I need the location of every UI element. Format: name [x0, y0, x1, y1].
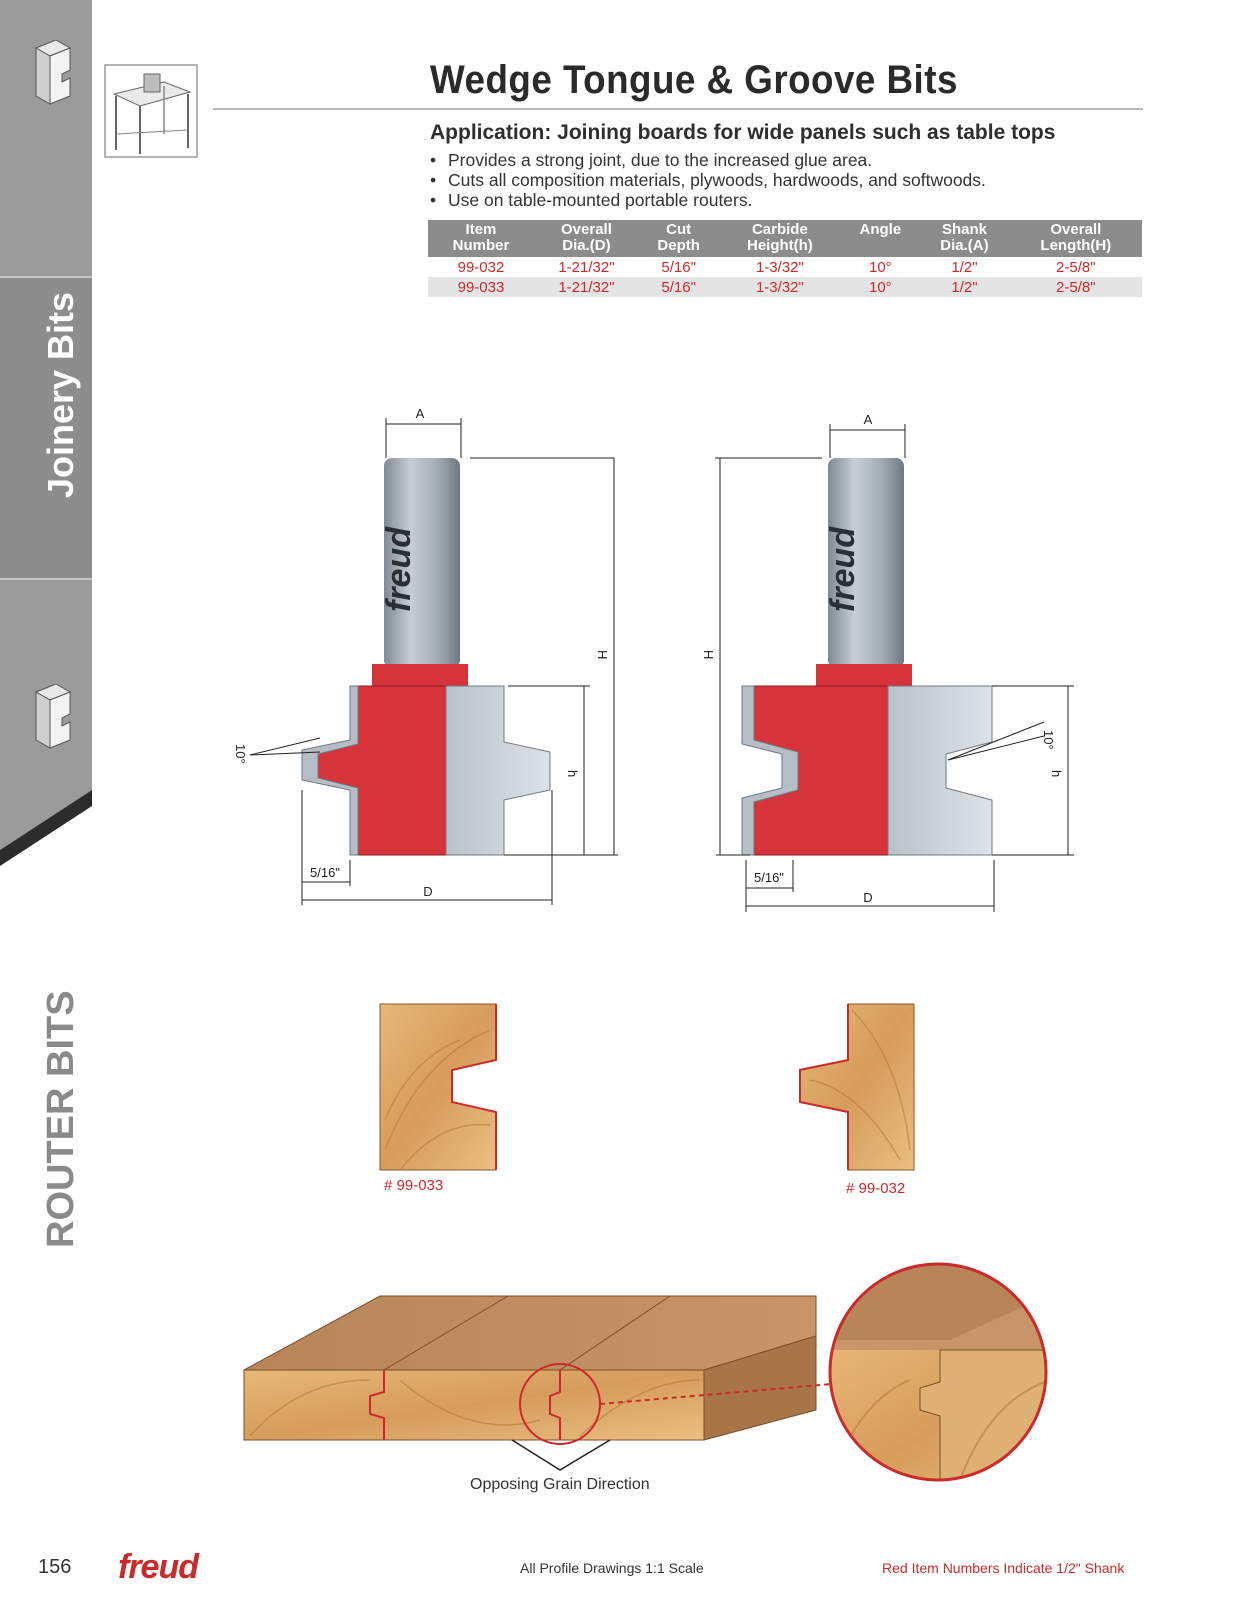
dim-depth-right: 5/16"	[754, 870, 784, 885]
footer-shank-note: Red Item Numbers Indicate 1/2" Shank	[882, 1560, 1125, 1576]
joint-block-icon	[34, 40, 72, 105]
cell-cut-depth: 5/16"	[661, 258, 696, 276]
application-heading: Application: Joining boards for wide pan…	[430, 121, 1056, 144]
header-angle: Angle	[841, 220, 920, 257]
cell-overall-length: 2-5/8"	[1056, 258, 1096, 276]
dim-a-left: A	[416, 406, 425, 421]
bit-shank	[384, 458, 460, 668]
cell-shank-dia: 1/2"	[951, 258, 978, 276]
feature-item: Provides a strong joint, due to the incr…	[430, 150, 986, 170]
freud-logo: freud	[118, 1548, 199, 1586]
dim-h-left: h	[565, 770, 580, 777]
dim-h-right: h	[1049, 770, 1064, 777]
feature-list: Provides a strong joint, due to the incr…	[430, 150, 986, 210]
profile-tongue	[799, 1003, 915, 1171]
cell-overall-dia: 1-21/32"	[558, 258, 615, 276]
bit-right: freud	[741, 458, 993, 856]
page-number: 156	[38, 1556, 72, 1578]
cell-item-number[interactable]: 99-032	[457, 258, 505, 276]
dim-depth-left: 5/16"	[310, 865, 340, 880]
panel-illustration	[243, 1295, 833, 1471]
bit-left: freud	[301, 458, 551, 856]
freud-shank-logo: freud	[380, 526, 418, 612]
page-title: Wedge Tongue & Groove Bits	[430, 58, 958, 102]
freud-shank-logo: freud	[824, 526, 862, 612]
joint-zoom-circle	[828, 1262, 1048, 1482]
cell-item-number[interactable]: 99-033	[428, 277, 534, 297]
dim-d-left: D	[423, 884, 432, 899]
router-table-thumbnail	[104, 64, 198, 158]
dim-H-right: H	[701, 650, 716, 659]
table-row: 99-033 1-21/32" 5/16" 1-3/32" 10° 1/2" 2…	[428, 277, 1142, 297]
cell-angle: 10°	[869, 258, 892, 276]
cell-carbide-height: 1-3/32"	[755, 258, 804, 276]
cell-shank-dia: 1/2"	[919, 277, 1010, 297]
dim-angle-right: 10°	[1041, 730, 1056, 750]
sidebar: Joinery Bits ROUTER BITS	[0, 0, 92, 1612]
dimension-lines-left	[249, 418, 618, 905]
profile-groove	[379, 1003, 497, 1171]
cell-angle: 10°	[841, 277, 920, 297]
dim-angle-left: 10°	[233, 744, 248, 764]
profile-caption-left[interactable]: # 99-033	[384, 1177, 444, 1194]
cell-overall-length: 2-5/8"	[1009, 277, 1142, 297]
cell-cut-depth: 5/16"	[638, 277, 719, 297]
grain-caption: Opposing Grain Direction	[470, 1476, 650, 1493]
dim-d-right: D	[863, 890, 872, 905]
table-row: 99-032 1-21/32" 5/16" 1-3/32" 10° 1/2" 2…	[428, 257, 1142, 277]
footer-scale-note: All Profile Drawings 1:1 Scale	[520, 1560, 704, 1576]
feature-item: Use on table-mounted portable routers.	[430, 190, 986, 210]
bit-shank	[828, 458, 904, 668]
dim-H-left: H	[595, 650, 610, 659]
feature-item: Cuts all composition materials, plywoods…	[430, 170, 986, 190]
title-divider	[213, 108, 1143, 110]
cell-carbide-height: 1-3/32"	[718, 277, 842, 297]
dim-a-right: A	[864, 412, 873, 427]
profile-caption-right[interactable]: # 99-032	[846, 1180, 906, 1197]
dimension-lines-right	[715, 424, 1074, 912]
joint-block-icon	[34, 684, 72, 749]
cell-overall-dia: 1-21/32"	[533, 277, 639, 297]
